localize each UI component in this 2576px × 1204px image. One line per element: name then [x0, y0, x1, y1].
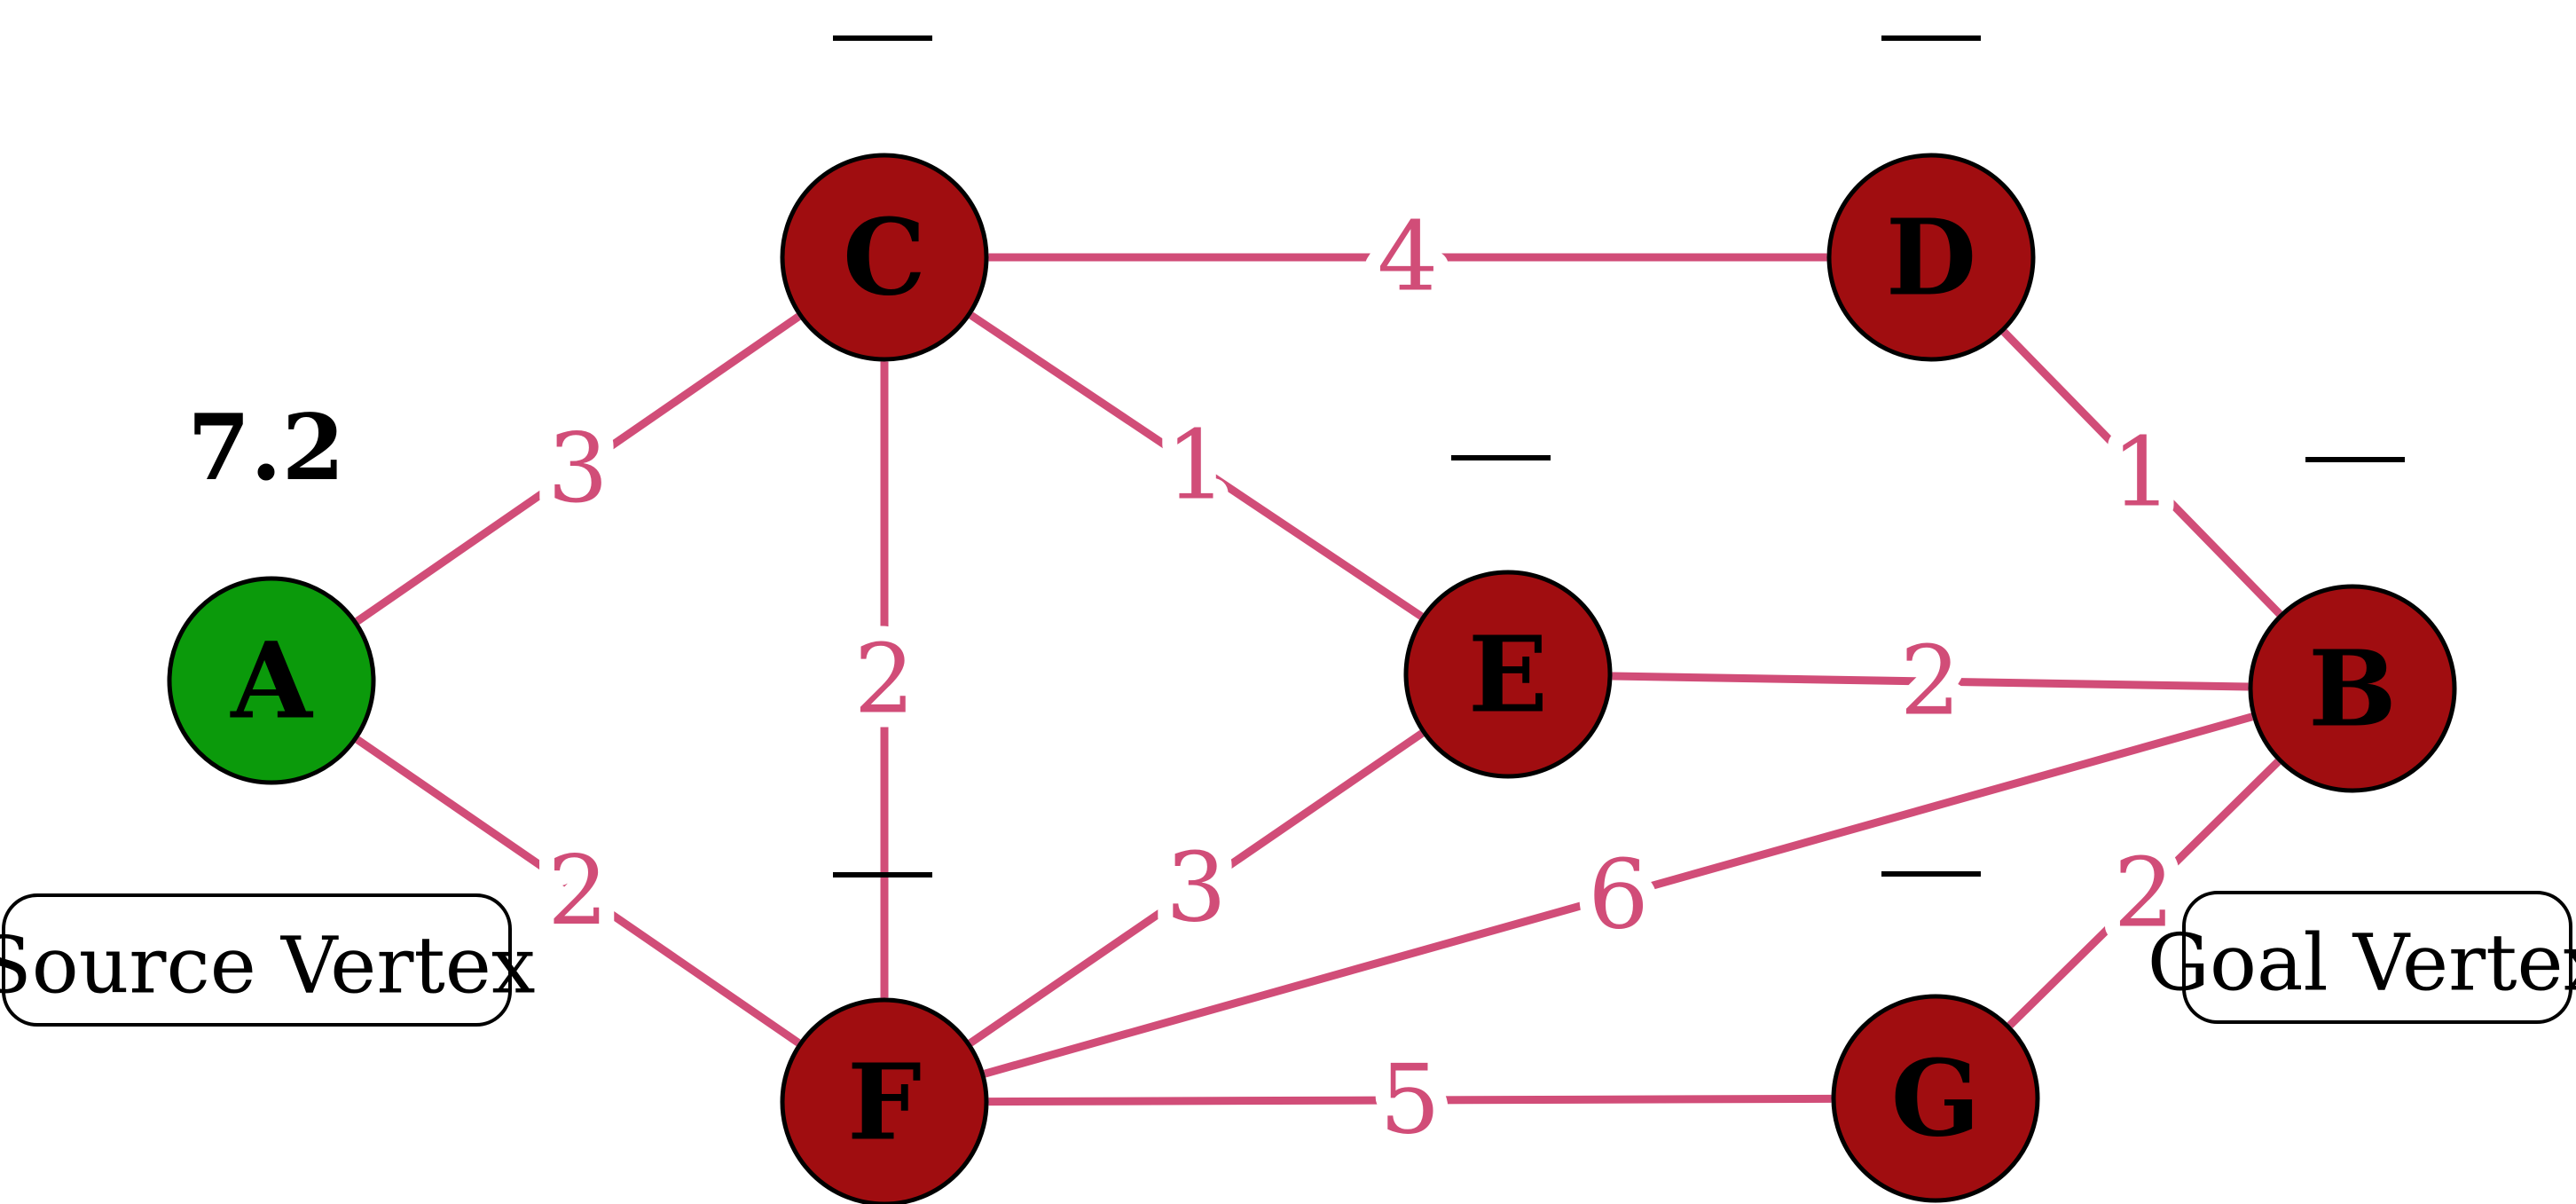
- vertex-label-G: G: [1891, 1037, 1981, 1161]
- edge-F-B: [983, 712, 2254, 1078]
- edge-E-B: [1612, 672, 2249, 691]
- vertex-F: [780, 997, 989, 1204]
- edge-D-B: [2000, 328, 2283, 618]
- edge-weight-D-B: 1: [2111, 418, 2172, 529]
- vertex-A: [167, 576, 376, 785]
- vertex-D: [1826, 153, 2036, 362]
- edge-weight-E-F: 3: [1166, 833, 1227, 944]
- vertex-G: [1831, 994, 2040, 1203]
- vertex-B: [2248, 584, 2457, 793]
- vertex-label-A: A: [230, 619, 313, 743]
- edge-weight-G-B: 2: [2114, 838, 2175, 949]
- source-vertex-callout-box: [2, 893, 512, 1027]
- vertex-label-E: E: [1468, 613, 1548, 736]
- edge-weight-A-C: 3: [547, 413, 609, 524]
- edge-weight-A-F: 2: [547, 836, 609, 947]
- edge-weight-C-E: 1: [1166, 411, 1227, 522]
- edge-A-C: [355, 313, 801, 625]
- edge-weight-E-B: 2: [1900, 626, 1961, 737]
- edge-G-B: [2007, 759, 2281, 1028]
- vertex-label-B: B: [2308, 627, 2397, 751]
- distance-label-A: 7.2: [187, 395, 344, 501]
- vertex-label-C: C: [843, 196, 926, 319]
- edge-E-F: [968, 729, 1425, 1047]
- edge-weight-C-F: 2: [854, 625, 915, 736]
- source-vertex-callout-label: Source Vertex: [0, 920, 536, 1011]
- edge-C-E: [969, 311, 1424, 620]
- vertex-label-F: F: [847, 1041, 922, 1164]
- vertex-label-D: D: [1886, 196, 1976, 319]
- goal-vertex-callout-label: Goal Vertex: [2148, 917, 2576, 1009]
- edge-A-F: [355, 736, 801, 1047]
- edge-weight-C-D: 4: [1378, 202, 1439, 313]
- edge-weight-F-B: 6: [1588, 840, 1649, 951]
- edge-F-G: [988, 1094, 1832, 1106]
- goal-vertex-callout-box: [2182, 891, 2572, 1024]
- edge-weight-F-G: 5: [1379, 1045, 1441, 1156]
- vertex-C: [780, 153, 989, 362]
- vertex-E: [1403, 570, 1613, 779]
